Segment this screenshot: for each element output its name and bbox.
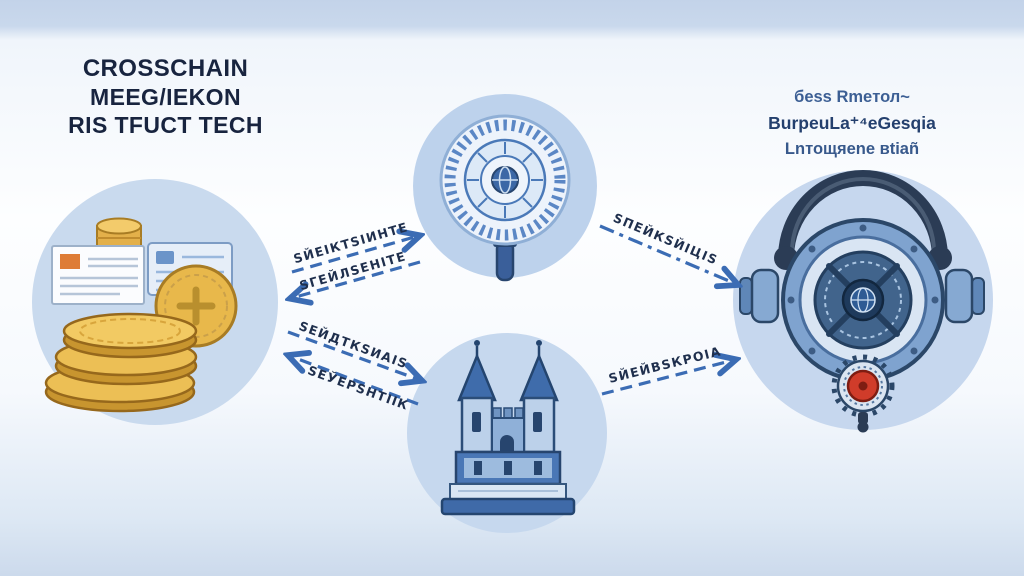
castle-body: [454, 450, 562, 486]
castle-middle-wall: [491, 407, 525, 453]
gauge-tick-ring: [444, 119, 566, 241]
vault-spokes: [826, 263, 900, 337]
edge-label-bottom-right: ЅЙЕЙВЅКРОІА: [607, 343, 723, 386]
node-vault: [733, 170, 993, 433]
coin-pile: [44, 312, 198, 413]
castle-base: [440, 483, 576, 516]
castle-icon: [440, 340, 576, 516]
title-line-1: CROSSCHAIN: [82, 55, 249, 82]
castle-tower-left: [460, 396, 494, 454]
edge-label-top-right: ЅПЕЙКЅЙІЦІЅ: [611, 210, 720, 268]
vault-lug-right: [944, 268, 985, 324]
arrow-left-to-gauge: [291, 236, 418, 274]
subtitle-block: бess Rmeтол~ BurpeuLa⁺⁴еGesqia Lnтощяene…: [730, 84, 974, 162]
title-line-2: MEEG/IEKON: [90, 84, 241, 110]
arrow-left-to-castle: [287, 330, 420, 380]
arrow-castle-to-vault: [601, 360, 734, 396]
vault-lug-left: [739, 268, 780, 324]
gauge-meter-icon: [439, 114, 571, 282]
node-assets: [32, 179, 278, 425]
subtitle-line-2: BurpeuLa⁺⁴еGesqia: [768, 113, 936, 133]
title-block: CROSSCHAIN MEEG/IEKON RIS TFUCT TECH: [58, 54, 273, 139]
vault-red-dial: [831, 354, 895, 433]
vault-dial-ticks: [824, 261, 902, 339]
node-gauge: [413, 94, 597, 282]
title-line-3: RIS TFUCT TECH: [68, 112, 263, 138]
coins-documents-icon: [44, 217, 238, 413]
edges: [287, 224, 736, 406]
document-card: [51, 245, 145, 305]
castle-tower-right: [522, 396, 556, 454]
node-castle: [407, 333, 607, 533]
edge-label-left-bottom-back: ЅЕЎЕРЅНТІІК: [306, 362, 411, 413]
arrow-gauge-to-left: [292, 260, 421, 298]
vault-globe: [841, 278, 885, 322]
vault-lock-icon: [739, 170, 985, 433]
castle-gate: [500, 435, 514, 452]
gauge-stem: [495, 240, 515, 282]
arrow-gauge-to-vault: [599, 224, 736, 284]
gauge-spokes: [467, 142, 543, 218]
subtitle-line-1: бess Rmeтол~: [794, 88, 910, 106]
gauge-globe: [491, 166, 519, 194]
subtitle-line-3: Lnтощяene вtiañ: [784, 140, 920, 158]
arrow-castle-to-left: [290, 356, 419, 406]
